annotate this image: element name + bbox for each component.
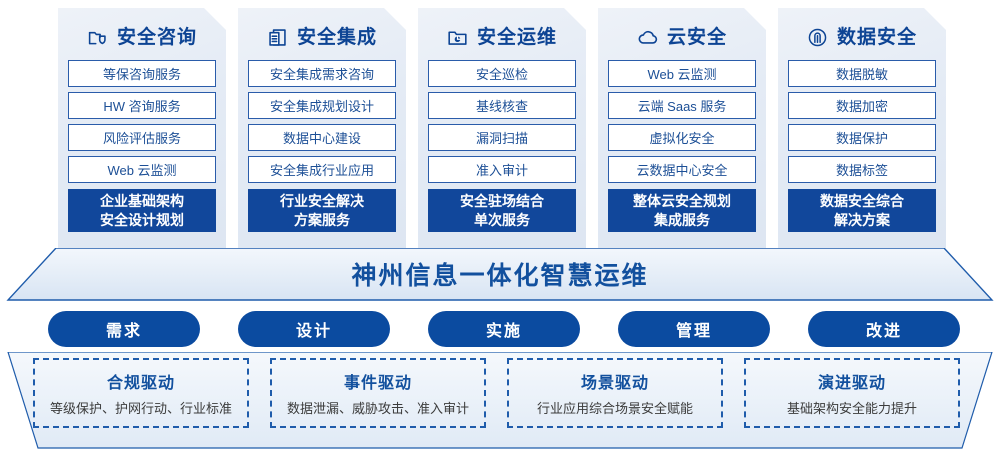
capability-cards-row: 安全咨询 等保咨询服务 HW 咨询服务 风险评估服务 Web 云监测 企业基础架… [0, 0, 1000, 250]
card-header: 安全集成 [238, 8, 406, 60]
card-highlight-item[interactable]: 安全驻场结合 单次服务 [428, 189, 576, 232]
card-highlight-item[interactable]: 行业安全解决 方案服务 [248, 189, 396, 232]
card-item[interactable]: 准入审计 [428, 156, 576, 183]
capability-card-data-security[interactable]: 数据安全 数据脱敏 数据加密 数据保护 数据标签 数据安全综合 解决方案 [778, 8, 946, 248]
card-item[interactable]: 安全巡检 [428, 60, 576, 87]
phase-pill-implementation[interactable]: 实施 [428, 311, 580, 347]
highlight-line-2: 集成服务 [654, 211, 710, 228]
card-item[interactable]: Web 云监测 [608, 60, 756, 87]
card-item-list: 安全巡检 基线核查 漏洞扫描 准入审计 安全驻场结合 单次服务 [418, 60, 586, 232]
card-item[interactable]: 风险评估服务 [68, 124, 216, 151]
phase-pill-requirements[interactable]: 需求 [48, 311, 200, 347]
driver-title: 演进驱动 [817, 375, 886, 392]
card-title: 安全咨询 [116, 26, 197, 48]
card-header: 云安全 [598, 8, 766, 60]
card-item[interactable]: 云数据中心安全 [608, 156, 756, 183]
card-item[interactable]: HW 咨询服务 [68, 92, 216, 119]
phase-pill-design[interactable]: 设计 [238, 311, 390, 347]
card-header: 数据安全 [778, 8, 946, 60]
driver-subtitle: 行业应用综合场景安全赋能 [536, 401, 693, 416]
card-title: 云安全 [666, 26, 727, 48]
card-item[interactable]: 漏洞扫描 [428, 124, 576, 151]
capability-card-cloud-security[interactable]: 云安全 Web 云监测 云端 Saas 服务 虚拟化安全 云数据中心安全 整体云… [598, 8, 766, 248]
lifecycle-phase-row: 需求 设计 实施 管理 改进 [0, 311, 1000, 347]
drivers-row: 合规驱动 等级保护、护网行动、行业标准 事件驱动 数据泄漏、威胁攻击、准入审计 … [0, 358, 1000, 434]
card-item[interactable]: 云端 Saas 服务 [608, 92, 756, 119]
stacked-documents-icon [267, 26, 289, 48]
card-item[interactable]: 基线核查 [428, 92, 576, 119]
card-item[interactable]: 安全集成行业应用 [248, 156, 396, 183]
card-item-list: Web 云监测 云端 Saas 服务 虚拟化安全 云数据中心安全 整体云安全规划… [598, 60, 766, 232]
card-item[interactable]: 安全集成规划设计 [248, 92, 396, 119]
driver-card-evolution[interactable]: 演进驱动 基础架构安全能力提升 [744, 358, 960, 428]
card-highlight-item[interactable]: 企业基础架构 安全设计规划 [68, 189, 216, 232]
platform-banner-title: 神州信息一体化智慧运维 [351, 262, 649, 290]
highlight-line-1: 数据安全综合 [820, 192, 904, 209]
driver-card-incident[interactable]: 事件驱动 数据泄漏、威胁攻击、准入审计 [270, 358, 486, 428]
highlight-line-1: 安全驻场结合 [460, 192, 544, 209]
driver-subtitle: 数据泄漏、威胁攻击、准入审计 [286, 401, 469, 416]
card-item[interactable]: 等保咨询服务 [68, 60, 216, 87]
driver-title: 事件驱动 [343, 375, 412, 392]
card-header: 安全运维 [418, 8, 586, 60]
capability-card-security-integration[interactable]: 安全集成 安全集成需求咨询 安全集成规划设计 数据中心建设 安全集成行业应用 行… [238, 8, 406, 248]
highlight-line-1: 行业安全解决 [280, 192, 364, 209]
driver-title: 场景驱动 [580, 375, 649, 392]
capability-card-security-consulting[interactable]: 安全咨询 等保咨询服务 HW 咨询服务 风险评估服务 Web 云监测 企业基础架… [58, 8, 226, 248]
phase-pill-management[interactable]: 管理 [618, 311, 770, 347]
card-item[interactable]: Web 云监测 [68, 156, 216, 183]
driver-card-scenario[interactable]: 场景驱动 行业应用综合场景安全赋能 [507, 358, 723, 428]
card-item[interactable]: 数据保护 [788, 124, 936, 151]
card-item[interactable]: 虚拟化安全 [608, 124, 756, 151]
capability-card-security-operations[interactable]: 安全运维 安全巡检 基线核查 漏洞扫描 准入审计 安全驻场结合 单次服务 [418, 8, 586, 248]
card-item[interactable]: 数据脱敏 [788, 60, 936, 87]
driver-subtitle: 基础架构安全能力提升 [786, 401, 917, 416]
highlight-line-2: 方案服务 [294, 211, 350, 228]
driver-subtitle: 等级保护、护网行动、行业标准 [49, 401, 232, 416]
card-item[interactable]: 数据加密 [788, 92, 936, 119]
card-header: 安全咨询 [58, 8, 226, 60]
card-title: 安全集成 [296, 26, 377, 48]
highlight-line-2: 解决方案 [834, 211, 890, 228]
highlight-line-1: 企业基础架构 [100, 192, 184, 209]
card-item[interactable]: 数据中心建设 [248, 124, 396, 151]
fingerprint-icon [807, 26, 829, 48]
driver-card-compliance[interactable]: 合规驱动 等级保护、护网行动、行业标准 [33, 358, 249, 428]
folder-shield-icon [87, 26, 109, 48]
folder-chart-icon [447, 26, 469, 48]
highlight-line-2: 单次服务 [474, 211, 530, 228]
card-title: 数据安全 [836, 26, 917, 48]
card-title: 安全运维 [476, 26, 557, 48]
card-highlight-item[interactable]: 整体云安全规划 集成服务 [608, 189, 756, 232]
card-item-list: 数据脱敏 数据加密 数据保护 数据标签 数据安全综合 解决方案 [778, 60, 946, 232]
highlight-line-1: 整体云安全规划 [633, 192, 731, 209]
highlight-line-2: 安全设计规划 [100, 211, 184, 228]
card-item-list: 安全集成需求咨询 安全集成规划设计 数据中心建设 安全集成行业应用 行业安全解决… [238, 60, 406, 232]
driver-title: 合规驱动 [106, 375, 175, 392]
card-item-list: 等保咨询服务 HW 咨询服务 风险评估服务 Web 云监测 企业基础架构 安全设… [58, 60, 226, 232]
card-highlight-item[interactable]: 数据安全综合 解决方案 [788, 189, 936, 232]
cloud-icon [637, 26, 659, 48]
phase-pill-improvement[interactable]: 改进 [808, 311, 960, 347]
card-item[interactable]: 安全集成需求咨询 [248, 60, 396, 87]
card-item[interactable]: 数据标签 [788, 156, 936, 183]
